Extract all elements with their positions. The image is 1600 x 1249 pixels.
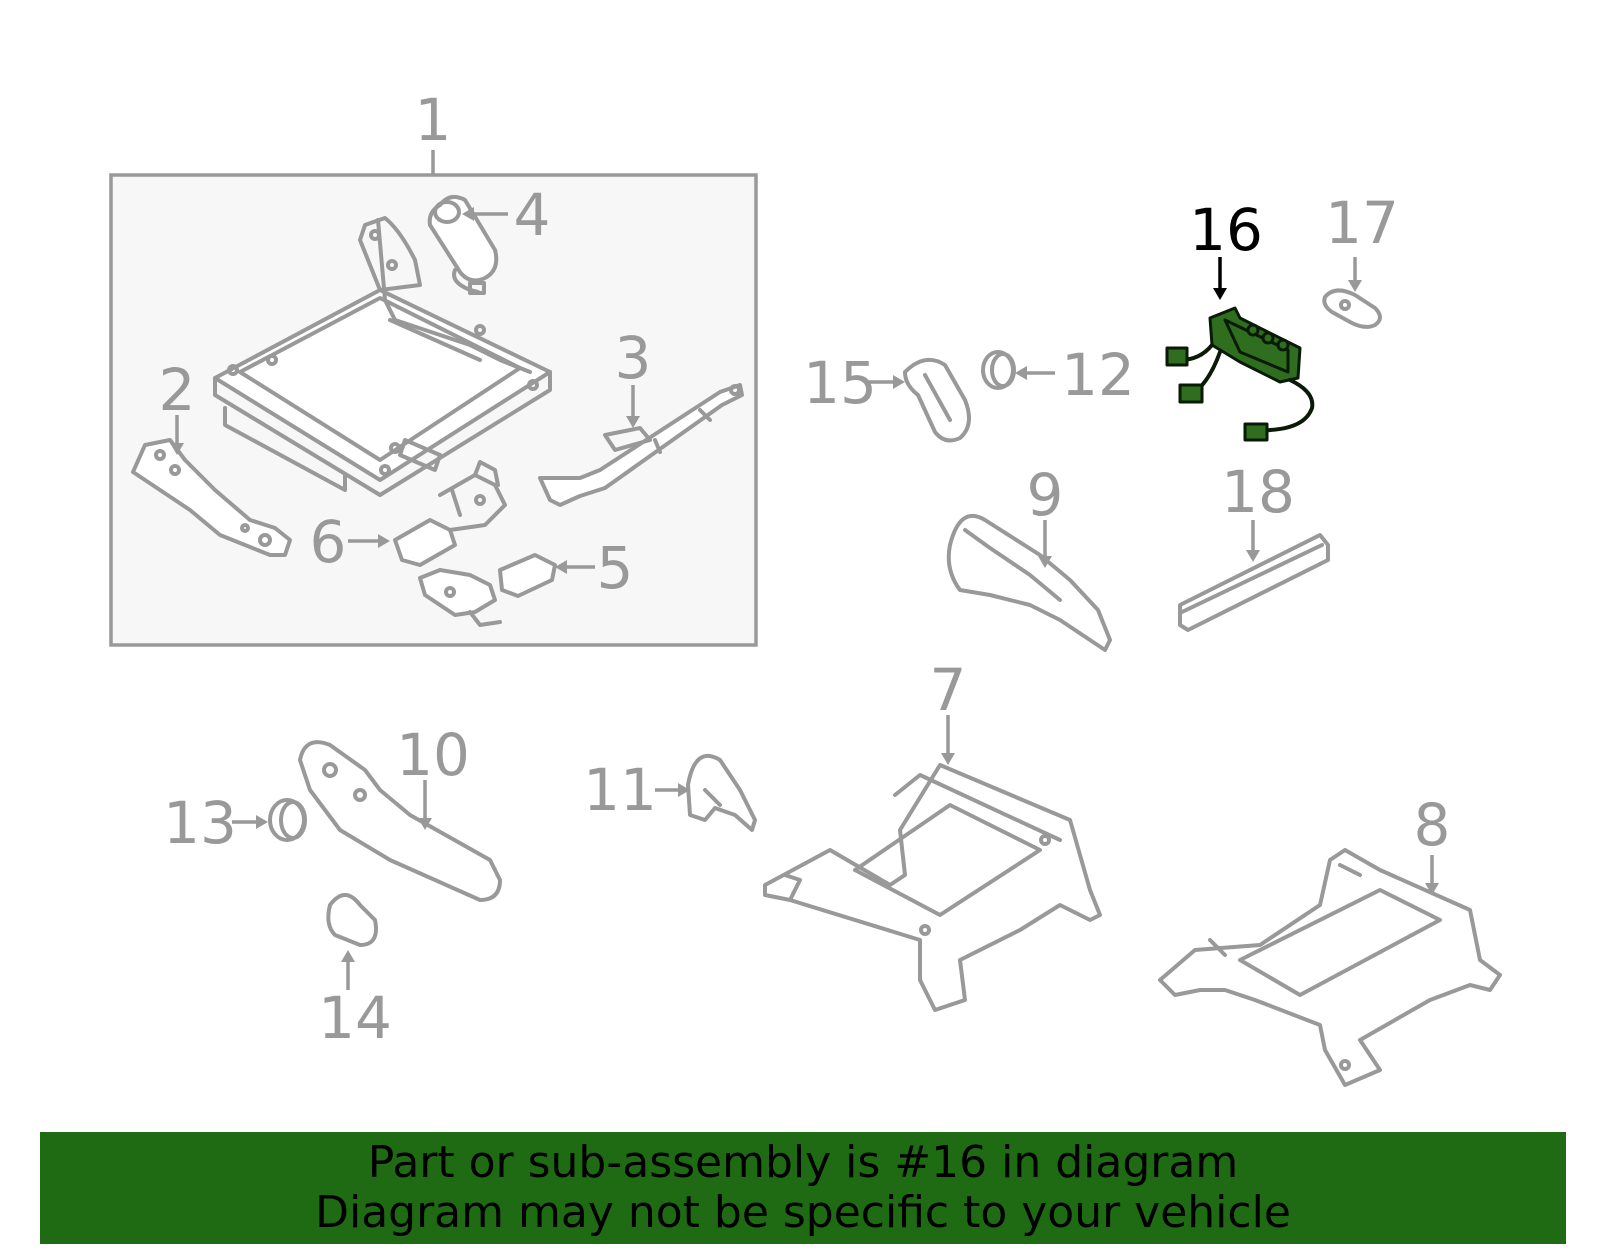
part-9: [946, 513, 1112, 652]
part-11: [686, 753, 757, 832]
part-16-highlighted: [1165, 306, 1315, 442]
banner-line-1: Part or sub-assembly is #16 in diagram: [367, 1137, 1239, 1188]
part-17: [1322, 288, 1382, 329]
callout-4: 4: [514, 181, 551, 249]
part-12-cap: [981, 350, 1016, 390]
callout-18: 18: [1221, 458, 1295, 526]
callout-3: 3: [615, 324, 652, 392]
part-4-actuator: [427, 194, 499, 295]
part-6-motor: [393, 460, 507, 567]
callout-2: 2: [159, 356, 196, 424]
callout-5: 5: [597, 534, 634, 602]
callout-12: 12: [1061, 341, 1135, 409]
seat-frame-assembly: [213, 216, 552, 497]
info-banner: Part or sub-assembly is #16 in diagram D…: [40, 1132, 1566, 1244]
part-14: [326, 893, 378, 947]
callout-14: 14: [318, 984, 392, 1052]
part-5-motor: [418, 553, 557, 627]
part-18-rail: [1178, 533, 1330, 632]
callout-1: 1: [415, 86, 452, 154]
callout-16: 16: [1189, 196, 1263, 264]
leader-arrows: [170, 207, 1439, 990]
callout-10: 10: [396, 721, 470, 789]
callout-13: 13: [163, 789, 237, 857]
callout-11: 11: [583, 756, 657, 824]
part-8-base: [1158, 848, 1502, 1087]
callout-15: 15: [803, 349, 877, 417]
part-13-cap: [268, 798, 307, 842]
part-7-base: [763, 763, 1102, 1012]
callout-7: 7: [930, 656, 967, 724]
callout-17: 17: [1325, 189, 1399, 257]
part-15: [903, 357, 971, 443]
part-10: [298, 740, 502, 902]
callout-8: 8: [1414, 791, 1451, 859]
part-3-rod: [538, 383, 744, 507]
callout-6: 6: [310, 508, 347, 576]
callout-9: 9: [1027, 461, 1064, 529]
banner-line-2: Diagram may not be specific to your vehi…: [315, 1187, 1291, 1238]
